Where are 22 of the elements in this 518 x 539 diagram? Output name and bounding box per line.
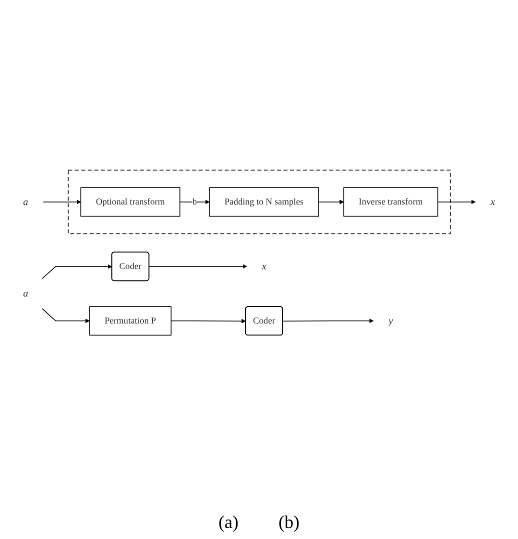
arrow — [180, 200, 210, 204]
arrow — [42, 308, 90, 324]
cluster — [68, 170, 451, 234]
node-text: a — [23, 288, 28, 300]
arrow — [148, 264, 247, 269]
panel-label: (b) — [278, 512, 300, 533]
node-box: Permutation P — [89, 306, 172, 336]
arrow — [170, 318, 246, 324]
node-text: x — [262, 260, 266, 272]
node-text: x — [490, 196, 495, 208]
node-text: a — [23, 196, 28, 208]
arrow — [282, 318, 374, 324]
arrow — [42, 264, 112, 279]
panel-label: (a) — [218, 512, 238, 533]
node-box: Inverse transform — [343, 187, 438, 217]
node-box: Padding to N samples — [209, 187, 319, 217]
arrow — [42, 200, 81, 204]
arrow — [437, 200, 476, 204]
edge-label: b — [192, 196, 197, 207]
node-text: y — [388, 315, 393, 326]
arrow — [318, 200, 344, 204]
node-box: Optional transform — [80, 187, 180, 217]
